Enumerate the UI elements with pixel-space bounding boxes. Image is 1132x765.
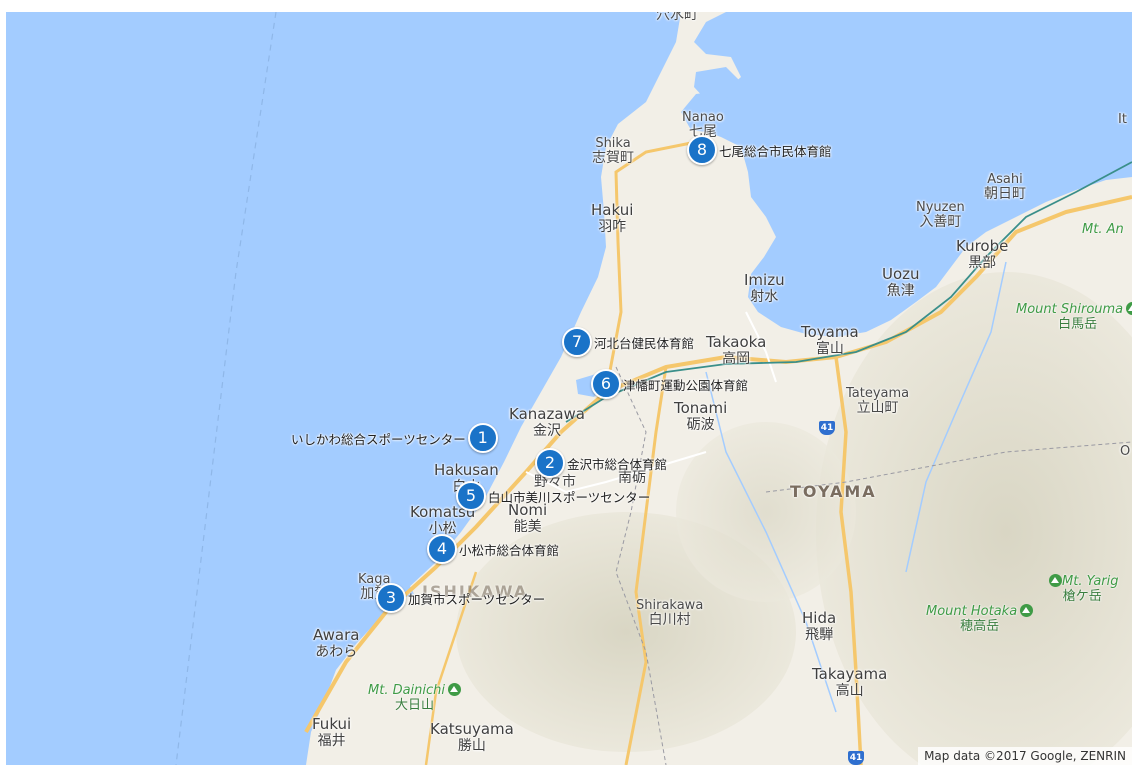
place-nanto: 南砺 <box>618 470 646 486</box>
marker-pin[interactable]: 3 <box>376 583 406 613</box>
road <box>745 311 777 383</box>
highway <box>624 366 668 765</box>
region-toyama: TOYAMA <box>790 482 877 501</box>
route-badge-41: 41 <box>848 751 864 765</box>
place-nonoichi: 野々市 <box>534 474 576 490</box>
marker-pin[interactable]: 1 <box>467 423 498 453</box>
marker-label: 七尾総合市民体育館 <box>719 143 832 159</box>
marker-pin[interactable]: 6 <box>591 369 621 399</box>
marker-4[interactable]: 4 小松市総合体育館 <box>427 534 559 564</box>
marker-label: 加賀市スポーツセンター <box>408 591 546 607</box>
marker-pin[interactable]: 4 <box>427 534 457 564</box>
place-edge-it: It <box>1118 112 1127 127</box>
marker-pin[interactable]: 2 <box>535 448 565 478</box>
hida-relief <box>676 422 856 602</box>
shinkansen-line <box>565 161 1132 423</box>
marker-label: 金沢市総合体育館 <box>567 456 668 472</box>
expressway <box>304 195 1132 733</box>
prefecture-border <box>615 366 667 765</box>
route-badge-41: 41 <box>819 421 835 435</box>
marker-label: いしかわ総合スポーツセンター <box>291 431 466 447</box>
mountain-icon <box>1020 604 1034 617</box>
mountain-icon <box>1126 302 1132 315</box>
marker-pin[interactable]: 8 <box>687 135 717 165</box>
mountain-icon <box>448 683 462 696</box>
mountain-edge: Mt. An <box>1082 222 1124 237</box>
highway <box>424 571 478 765</box>
marker-label: 津幡町運動公園体育館 <box>623 377 749 393</box>
marker-pin[interactable]: 7 <box>562 327 592 357</box>
road <box>525 451 707 494</box>
marker-3[interactable]: 3 加賀市スポーツセンター <box>376 583 545 613</box>
marker-8[interactable]: 8 七尾総合市民体育館 <box>687 135 832 165</box>
place-anamizu: 穴水町 <box>656 12 698 23</box>
nanao-bay <box>694 67 741 100</box>
map-base-layer <box>175 12 1132 765</box>
marker-pin[interactable]: 5 <box>456 481 486 511</box>
marker-5[interactable]: 5 白山市美川スポーツセンター <box>456 481 650 511</box>
marker-label: 白山市美川スポーツセンター <box>488 489 651 505</box>
map-attribution: Map data ©2017 Google, ZENRIN <box>918 747 1132 765</box>
place-edge-o: O <box>1120 444 1131 459</box>
prefecture-border <box>765 441 1132 493</box>
highway <box>604 140 697 393</box>
river <box>905 261 1007 573</box>
marker-6[interactable]: 6 津幡町運動公園体育館 <box>591 369 748 399</box>
marker-7[interactable]: 7 河北台健民体育館 <box>562 327 694 357</box>
marker-1[interactable]: いしかわ総合スポーツセンター 1 <box>291 423 498 453</box>
marker-2[interactable]: 2 金沢市総合体育館 <box>535 448 667 478</box>
mountain-icon <box>1049 574 1062 587</box>
marker-label: 河北台健民体育館 <box>594 335 695 351</box>
route-41 <box>834 356 863 765</box>
region-ishikawa: ISHIKAWA <box>422 582 529 601</box>
marker-label: 小松市総合体育館 <box>459 542 560 558</box>
river <box>705 371 837 713</box>
alps-relief <box>816 272 1132 765</box>
ferry-route <box>175 12 277 765</box>
